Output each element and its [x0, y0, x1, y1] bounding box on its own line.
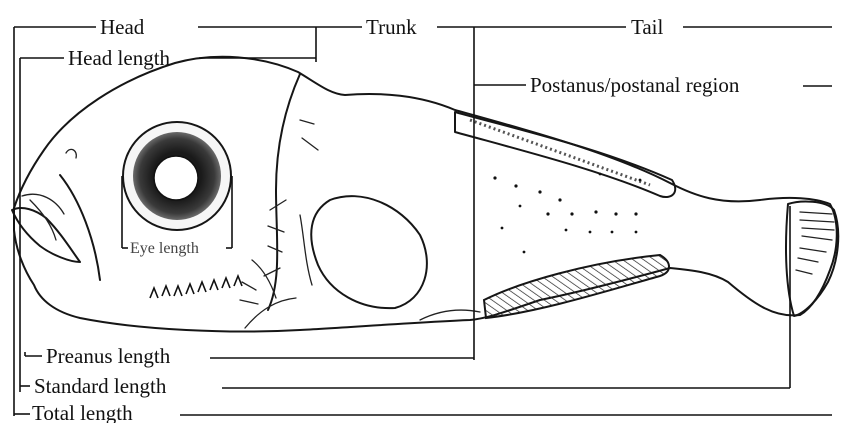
fish-drawing [12, 57, 838, 332]
caudal-fin [786, 202, 838, 316]
label-head-length: Head length [68, 46, 171, 70]
label-postanal-region: Postanus/postanal region [530, 73, 740, 97]
label-standard-length: Standard length [34, 374, 167, 398]
label-total-length: Total length [32, 401, 133, 423]
pigment-dots [493, 173, 641, 254]
label-preanus-length: Preanus length [46, 344, 171, 368]
label-tail: Tail [631, 15, 664, 39]
label-eye-length: Eye length [130, 240, 199, 257]
anal-finfold [484, 255, 669, 318]
teeth [150, 276, 242, 298]
label-trunk: Trunk [366, 15, 417, 39]
lower-jaw [12, 208, 80, 262]
eye-lens [154, 156, 198, 200]
pectoral-fin [311, 196, 427, 308]
label-head: Head [100, 15, 145, 39]
